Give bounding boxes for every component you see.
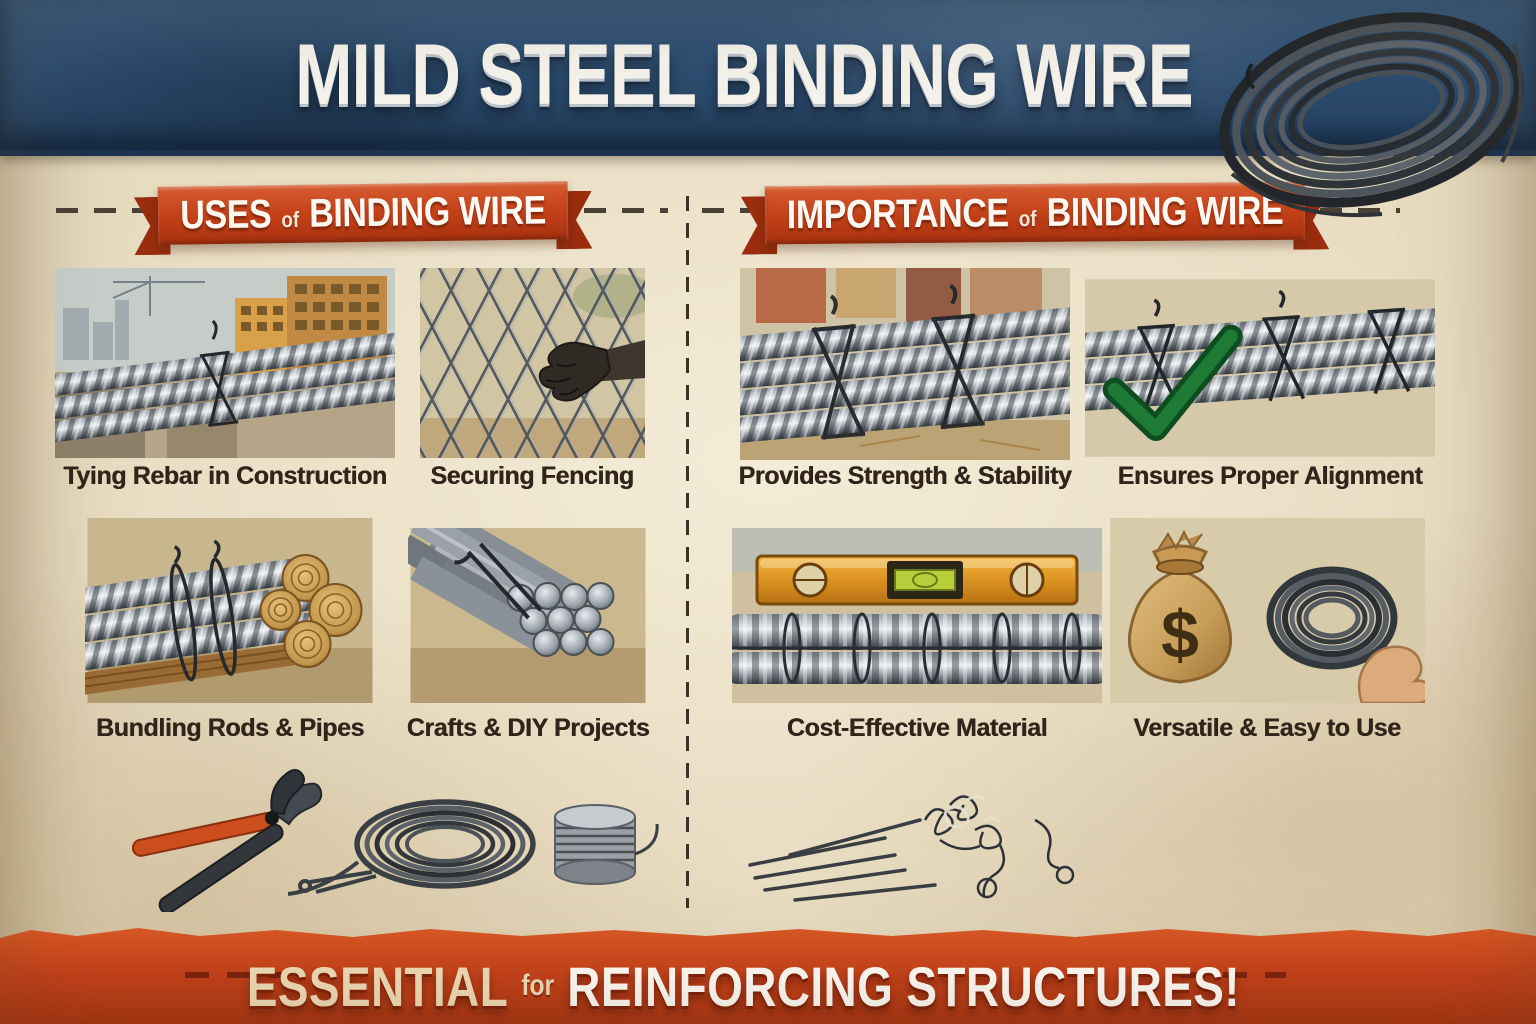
footer-rest: REINFORCING STRUCTURES! — [567, 954, 1240, 1018]
importance-item-4-illustration: $ — [1110, 518, 1425, 703]
rebar-construction-icon — [55, 268, 395, 458]
decorative-dashes — [185, 972, 285, 978]
decorative-dashes — [56, 208, 144, 213]
importance-ribbon-connector: of — [1018, 205, 1037, 231]
wood-ends-icon — [259, 554, 363, 668]
pliers-wire-spool-icon — [131, 769, 659, 912]
uses-item-3-illustration — [85, 518, 375, 703]
importance-item-2-caption: Ensures Proper Alignment — [1117, 462, 1423, 490]
importance-item-3-caption: Cost-Effective Material — [786, 714, 1048, 742]
decorative-dashes — [702, 208, 754, 213]
uses-ribbon-band: USES of BINDING WIRE — [157, 181, 569, 245]
decorative-dashes — [1320, 208, 1400, 213]
importance-item-1-illustration — [740, 268, 1070, 460]
uses-item-1-illustration — [55, 268, 395, 458]
money-bag-wire-icon: $ — [1110, 518, 1425, 703]
tools-and-wire-illustration — [95, 762, 665, 912]
footer-banner: ESSENTIAL for REINFORCING STRUCTURES! — [0, 928, 1536, 1024]
importance-ribbon-lead: IMPORTANCE — [786, 190, 1009, 237]
wire-spool-icon — [554, 804, 659, 885]
uses-ribbon-rest: BINDING WIRE — [308, 187, 547, 236]
uses-item-4-illustration — [408, 528, 648, 703]
footer-connector: for — [521, 969, 555, 1002]
uses-item-2-illustration — [420, 268, 645, 458]
uses-item-1-caption: Tying Rebar in Construction — [63, 462, 387, 490]
wire-ties-illustration — [735, 760, 1105, 910]
dollar-sign: $ — [1161, 597, 1199, 673]
glove-hand-icon — [538, 340, 645, 402]
uses-ribbon-connector: of — [281, 206, 300, 232]
footer-lead: ESSENTIAL — [246, 954, 509, 1018]
rebar-checkmark-icon — [1085, 279, 1435, 457]
importance-item-3-illustration — [732, 528, 1102, 703]
decorative-dashes — [584, 208, 668, 213]
hand-wire-coil-icon — [1266, 566, 1398, 670]
hand-icon — [1357, 645, 1425, 703]
column-divider — [686, 196, 689, 908]
uses-ribbon-lead: USES — [179, 191, 272, 238]
decorative-dashes — [1181, 972, 1286, 978]
footer-text: ESSENTIAL for REINFORCING STRUCTURES! — [138, 928, 1398, 1024]
spirit-level-icon — [732, 528, 1102, 703]
wire-coil-icon — [1219, 12, 1524, 218]
uses-item-2-caption: Securing Fencing — [430, 462, 634, 490]
uses-item-4-caption: Crafts & DIY Projects — [406, 714, 650, 742]
level-tool-icon — [755, 554, 1079, 606]
importance-item-2-illustration — [1085, 278, 1435, 458]
money-bag-icon: $ — [1127, 529, 1233, 684]
importance-item-4-caption: Versatile & Easy to Use — [1133, 714, 1401, 742]
steel-rod-bundle-icon — [408, 528, 646, 703]
importance-item-1-caption: Provides Strength & Stability — [738, 462, 1072, 490]
uses-ribbon-text: USES of BINDING WIRE — [180, 188, 546, 238]
wire-coil-icon — [287, 799, 536, 896]
green-check-icon — [1102, 324, 1243, 441]
uses-item-3-caption: Bundling Rods & Pipes — [96, 714, 364, 742]
bundled-rods-icon — [85, 518, 373, 703]
uses-ribbon: USES of BINDING WIRE — [158, 181, 569, 245]
tied-rebar-bundle-icon — [740, 268, 1070, 460]
twisted-wire-icon — [748, 795, 1075, 902]
chain-link-fence-icon — [420, 268, 645, 458]
pliers-icon — [131, 769, 323, 912]
banner-wire-coil — [1192, 2, 1536, 238]
page-title: MILD STEEL BINDING WIRE — [295, 27, 1193, 123]
